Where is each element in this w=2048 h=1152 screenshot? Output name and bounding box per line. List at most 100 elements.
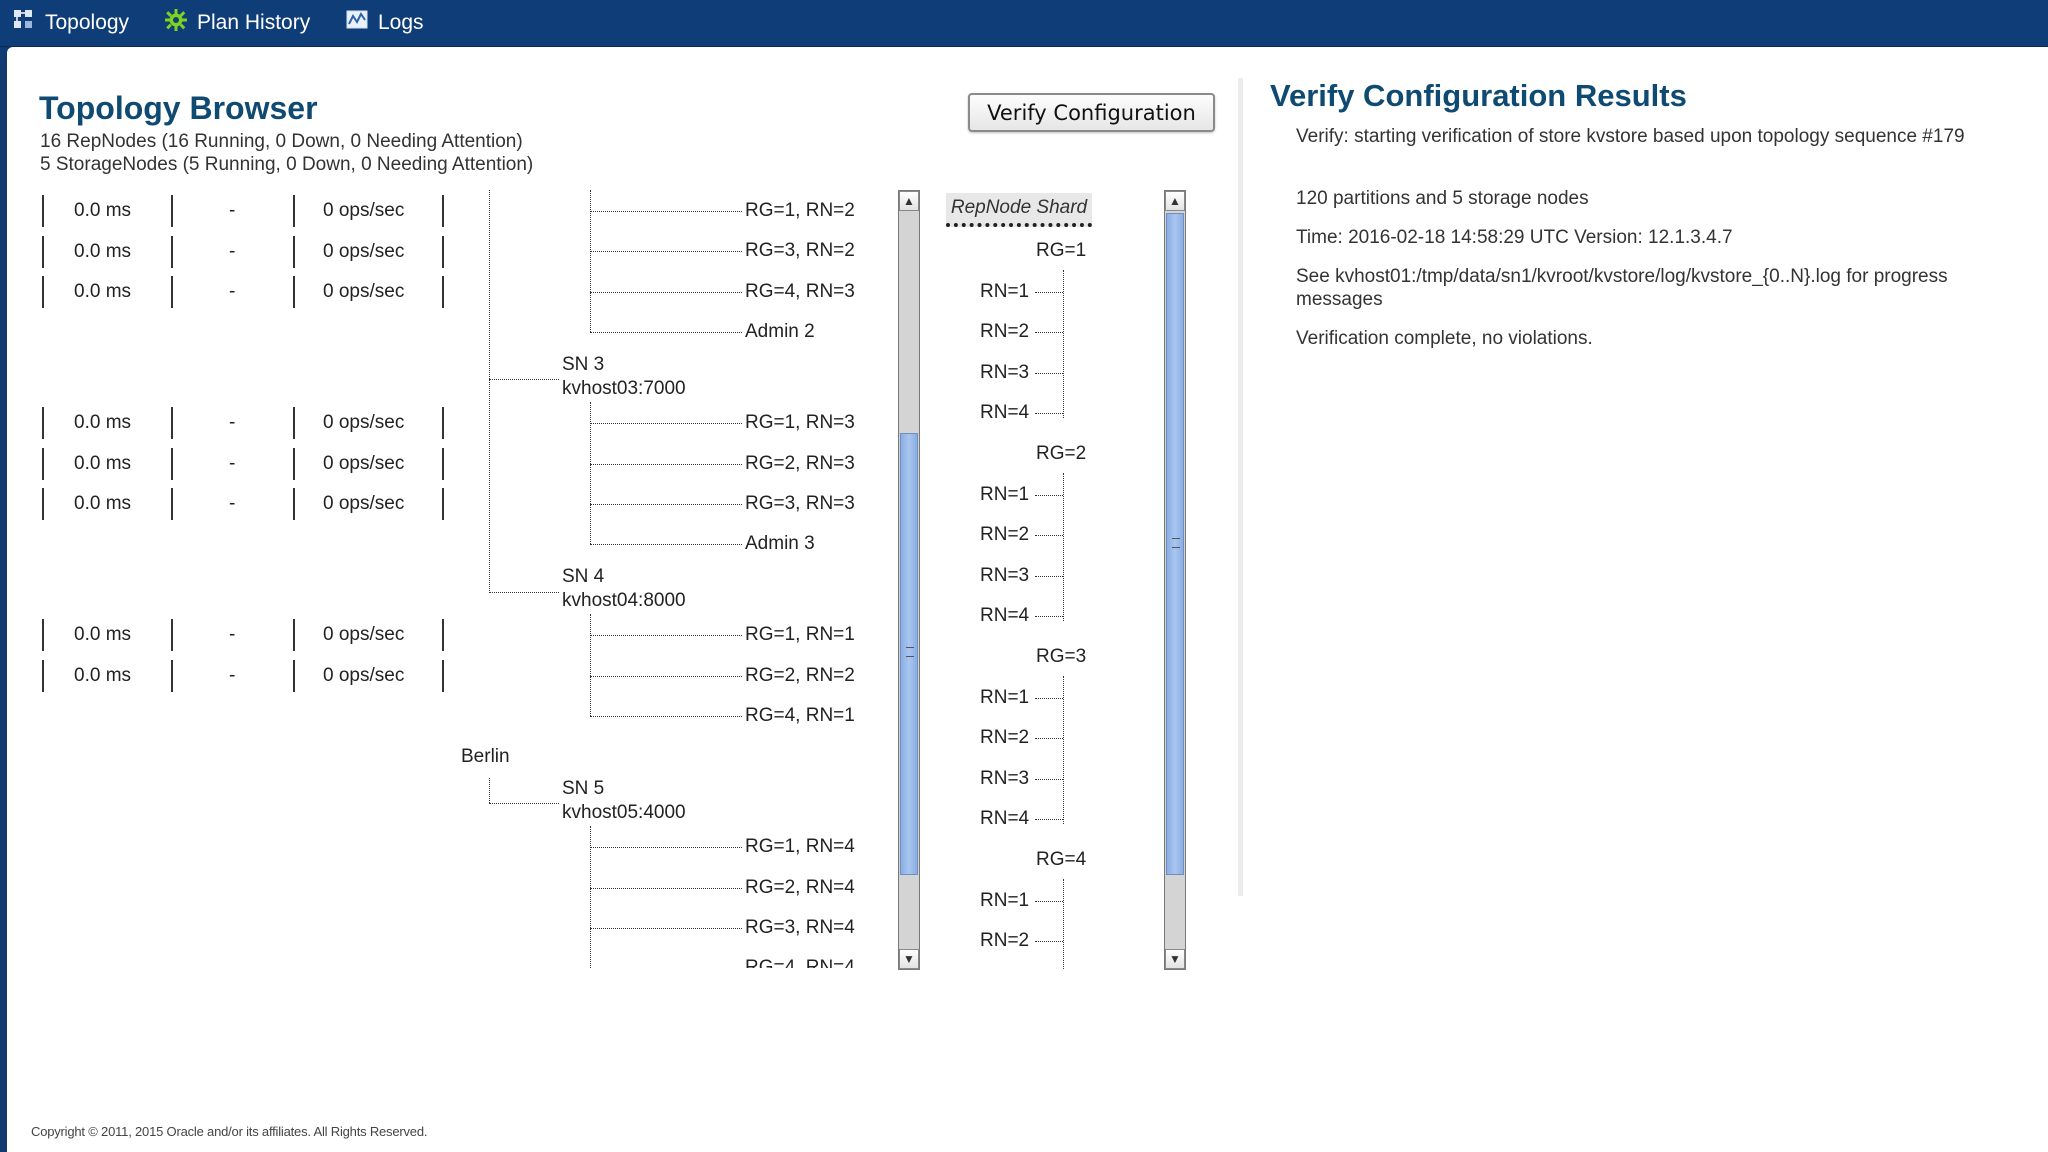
- repnodes-status: 16 RepNodes (16 Running, 0 Down, 0 Needi…: [40, 131, 523, 152]
- throughput-value: 0 ops/sec: [323, 241, 405, 262]
- latency-value: 0.0 ms: [74, 665, 132, 686]
- tree-node[interactable]: RG=3, RN=2: [745, 240, 855, 261]
- tree-scrollbar[interactable]: ▲ ▼: [898, 190, 920, 970]
- metric-row: 0.0 ms - 0 ops/sec: [40, 276, 450, 308]
- metric-row: 0.0 ms - 0 ops/sec: [40, 619, 450, 651]
- tree-node[interactable]: RG=4, RN=3: [745, 281, 855, 302]
- shard-rn[interactable]: RN=2: [980, 727, 1030, 748]
- storage-node-host[interactable]: kvhost04:8000: [562, 590, 686, 611]
- topology-tree: RG=1, RN=2 RG=3, RN=2 RG=4, RN=3 Admin 2…: [450, 190, 890, 968]
- throughput-value: 0 ops/sec: [323, 200, 405, 221]
- shard-rn[interactable]: RN=4: [980, 402, 1030, 423]
- dash-value: -: [229, 665, 236, 686]
- tree-node[interactable]: RG=1, RN=4: [745, 836, 855, 857]
- storage-node-name[interactable]: SN 4: [562, 566, 605, 587]
- shard-rn[interactable]: RN=1: [980, 687, 1030, 708]
- shard-tree: RG=1 RN=1 RN=2 RN=3 RN=4 RG=2 RN=1 RN=2 …: [940, 230, 1160, 970]
- throughput-value: 0 ops/sec: [323, 493, 405, 514]
- scroll-up-icon[interactable]: ▲: [1165, 191, 1185, 211]
- shard-group[interactable]: RG=3: [1036, 646, 1087, 667]
- result-message: Verification complete, no violations.: [1296, 328, 1593, 349]
- chart-icon: [346, 10, 368, 36]
- storage-node-host[interactable]: kvhost05:4000: [562, 802, 686, 823]
- tree-node[interactable]: Admin 3: [745, 533, 815, 554]
- storage-node-host[interactable]: kvhost03:7000: [562, 378, 686, 399]
- tree-node[interactable]: RG=1, RN=2: [745, 200, 855, 221]
- latency-value: 0.0 ms: [74, 493, 132, 514]
- panel-divider[interactable]: [1238, 78, 1243, 896]
- latency-value: 0.0 ms: [74, 200, 132, 221]
- shard-header[interactable]: RepNode Shard: [946, 193, 1092, 227]
- shard-rn[interactable]: RN=1: [980, 890, 1030, 911]
- throughput-value: 0 ops/sec: [323, 412, 405, 433]
- latency-value: 0.0 ms: [74, 453, 132, 474]
- shard-group[interactable]: RG=4: [1036, 849, 1087, 870]
- tree-node[interactable]: Admin 2: [745, 321, 815, 342]
- latency-value: 0.0 ms: [74, 624, 132, 645]
- scroll-up-icon[interactable]: ▲: [899, 191, 919, 211]
- dash-value: -: [229, 412, 236, 433]
- scroll-down-icon[interactable]: ▼: [899, 949, 919, 969]
- metric-row: 0.0 ms - 0 ops/sec: [40, 195, 450, 227]
- tab-topology-label: Topology: [45, 11, 130, 34]
- metric-row: 0.0 ms - 0 ops/sec: [40, 660, 450, 692]
- result-message: Verify: starting verification of store k…: [1296, 126, 1965, 147]
- shard-rn[interactable]: RN=2: [980, 524, 1030, 545]
- shard-rn[interactable]: RN=3: [980, 768, 1030, 789]
- tree-node[interactable]: RG=1, RN=3: [745, 412, 855, 433]
- topology-icon: [13, 9, 35, 37]
- latency-value: 0.0 ms: [74, 281, 132, 302]
- storage-node-name[interactable]: SN 3: [562, 354, 605, 375]
- tab-logs-label: Logs: [378, 11, 424, 34]
- shard-rn[interactable]: RN=3: [980, 362, 1030, 383]
- gear-icon: [165, 9, 187, 37]
- shard-group[interactable]: RG=1: [1036, 240, 1087, 261]
- dash-value: -: [229, 241, 236, 262]
- shard-rn[interactable]: RN=3: [980, 565, 1030, 586]
- shard-rn[interactable]: RN=2: [980, 930, 1030, 951]
- shard-rn[interactable]: RN=1: [980, 281, 1030, 302]
- throughput-value: 0 ops/sec: [323, 665, 405, 686]
- result-message: 120 partitions and 5 storage nodes: [1296, 188, 1589, 209]
- tree-node[interactable]: RG=3, RN=3: [745, 493, 855, 514]
- throughput-value: 0 ops/sec: [323, 453, 405, 474]
- shard-rn[interactable]: RN=4: [980, 605, 1030, 626]
- scroll-thumb[interactable]: [900, 433, 918, 875]
- throughput-value: 0 ops/sec: [323, 624, 405, 645]
- copyright-footer: Copyright © 2011, 2015 Oracle and/or its…: [31, 1124, 428, 1139]
- scroll-down-icon[interactable]: ▼: [1165, 949, 1185, 969]
- latency-value: 0.0 ms: [74, 412, 132, 433]
- shard-rn[interactable]: RN=2: [980, 321, 1030, 342]
- scroll-thumb[interactable]: [1166, 213, 1184, 875]
- verify-configuration-button[interactable]: Verify Configuration: [968, 93, 1215, 132]
- dash-value: -: [229, 493, 236, 514]
- tab-plan-history-label: Plan History: [197, 11, 311, 34]
- tree-node[interactable]: RG=2, RN=3: [745, 453, 855, 474]
- metric-row: 0.0 ms - 0 ops/sec: [40, 488, 450, 520]
- tree-node[interactable]: RG=2, RN=4: [745, 877, 855, 898]
- storagenodes-status: 5 StorageNodes (5 Running, 0 Down, 0 Nee…: [40, 154, 534, 175]
- storage-node-name[interactable]: SN 5: [562, 778, 605, 799]
- results-title: Verify Configuration Results: [1270, 78, 1687, 113]
- top-nav-bar: Topology Plan History Logs: [0, 0, 2048, 47]
- tree-node[interactable]: RG=2, RN=2: [745, 665, 855, 686]
- shard-rn[interactable]: RN=1: [980, 484, 1030, 505]
- main-content: [7, 47, 2048, 1152]
- result-message: Time: 2016-02-18 14:58:29 UTC Version: 1…: [1296, 227, 1733, 248]
- tree-node[interactable]: RG=3, RN=4: [745, 917, 855, 938]
- zone-name[interactable]: Berlin: [461, 746, 510, 767]
- tree-node[interactable]: RG=4, RN=4: [745, 957, 855, 968]
- tree-node[interactable]: RG=1, RN=1: [745, 624, 855, 645]
- shard-group[interactable]: RG=2: [1036, 443, 1087, 464]
- latency-value: 0.0 ms: [74, 241, 132, 262]
- tab-logs[interactable]: Logs: [346, 0, 424, 46]
- metric-row: 0.0 ms - 0 ops/sec: [40, 236, 450, 268]
- shard-scrollbar[interactable]: ▲ ▼: [1164, 190, 1186, 970]
- page-title: Topology Browser: [39, 90, 318, 126]
- tab-topology[interactable]: Topology: [13, 0, 129, 46]
- tab-plan-history[interactable]: Plan History: [165, 0, 310, 46]
- dash-value: -: [229, 624, 236, 645]
- shard-rn[interactable]: RN=4: [980, 808, 1030, 829]
- tree-node[interactable]: RG=4, RN=1: [745, 705, 855, 726]
- dash-value: -: [229, 281, 236, 302]
